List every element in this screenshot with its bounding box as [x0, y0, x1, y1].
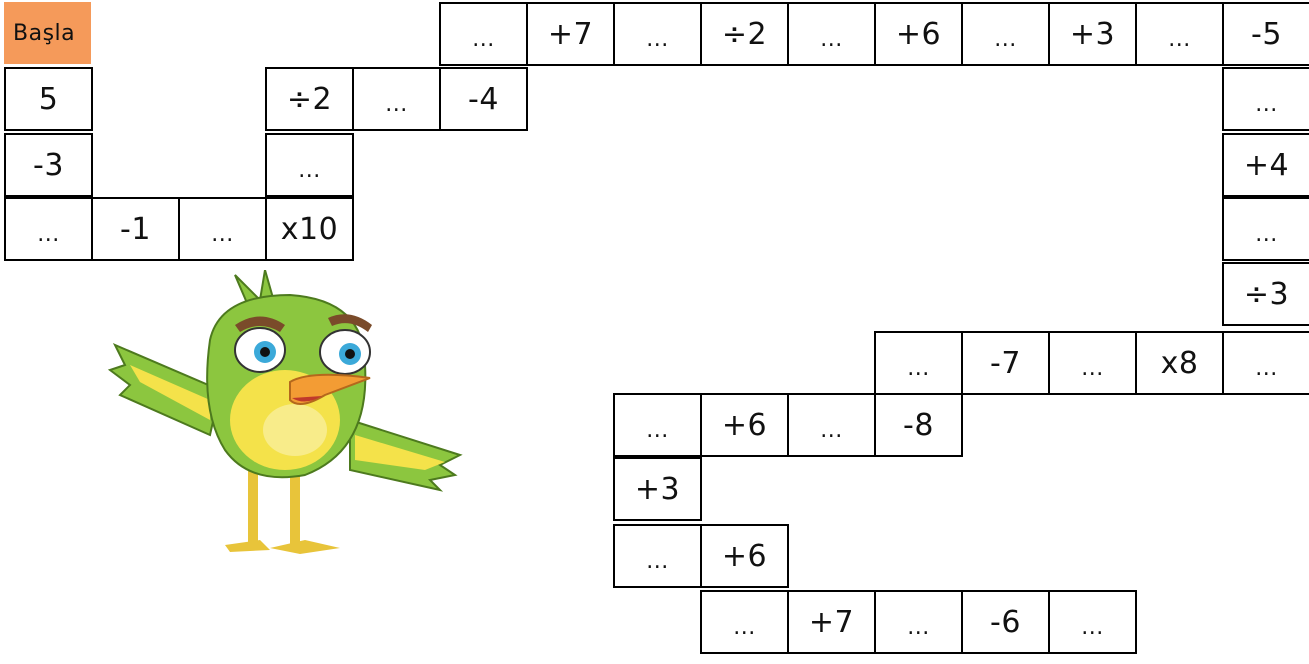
- chain-cell[interactable]: ...: [1222, 331, 1309, 395]
- chain-cell[interactable]: ...: [613, 524, 702, 588]
- chain-cell: -8: [874, 393, 963, 457]
- chain-cell: -7: [961, 331, 1050, 395]
- chain-cell: -1: [91, 197, 180, 261]
- chain-cell[interactable]: ...: [1048, 590, 1137, 654]
- chain-cell: ÷3: [1222, 262, 1309, 326]
- chain-cell[interactable]: ...: [1222, 197, 1309, 261]
- chain-cell[interactable]: ...: [178, 197, 267, 261]
- chain-cell[interactable]: ...: [874, 590, 963, 654]
- chain-cell[interactable]: ...: [1048, 331, 1137, 395]
- chain-cell: -3: [4, 133, 93, 197]
- chain-cell: x8: [1135, 331, 1224, 395]
- chain-cell[interactable]: ...: [352, 67, 441, 131]
- chain-cell: +6: [700, 524, 789, 588]
- bird-icon: [100, 270, 480, 590]
- chain-cell[interactable]: ...: [787, 393, 876, 457]
- chain-cell: ÷2: [265, 67, 354, 131]
- chain-cell[interactable]: ...: [700, 590, 789, 654]
- chain-cell: -6: [961, 590, 1050, 654]
- chain-cell: +4: [1222, 133, 1309, 197]
- chain-cell[interactable]: ...: [4, 197, 93, 261]
- chain-cell: 5: [4, 67, 93, 131]
- chain-cell: +6: [700, 393, 789, 457]
- chain-cell[interactable]: ...: [613, 2, 702, 66]
- chain-cell[interactable]: ...: [265, 133, 354, 197]
- chain-cell[interactable]: ...: [1135, 2, 1224, 66]
- chain-cell: x10: [265, 197, 354, 261]
- chain-cell: -5: [1222, 2, 1309, 66]
- chain-cell[interactable]: ...: [961, 2, 1050, 66]
- chain-cell[interactable]: ...: [874, 331, 963, 395]
- chain-cell[interactable]: ...: [787, 2, 876, 66]
- chain-cell: +3: [613, 457, 702, 521]
- chain-cell[interactable]: ...: [1222, 67, 1309, 131]
- chain-cell: +7: [526, 2, 615, 66]
- chain-cell: +3: [1048, 2, 1137, 66]
- chain-cell: +6: [874, 2, 963, 66]
- chain-cell: ÷2: [700, 2, 789, 66]
- chain-cell: -4: [439, 67, 528, 131]
- chain-cell[interactable]: ...: [613, 393, 702, 457]
- chain-cell: +7: [787, 590, 876, 654]
- start-cell: Başla: [4, 2, 91, 64]
- chain-cell[interactable]: ...: [439, 2, 528, 66]
